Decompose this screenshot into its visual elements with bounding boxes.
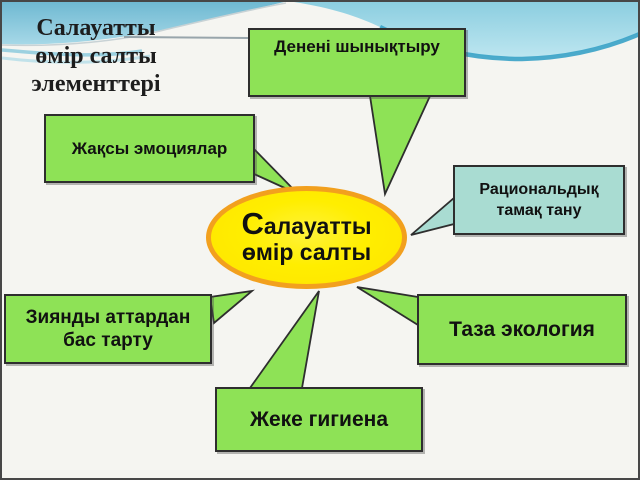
- node-label-line: Зиянды аттардан: [25, 307, 191, 328]
- wave-right-lobe: [294, 2, 638, 58]
- slide-title: Салауатты өмір салты элементтері: [10, 14, 182, 98]
- wave-left-edge-line: [2, 2, 287, 47]
- slide-title-line: Салауатты: [36, 15, 156, 41]
- node-label: Жеке гигиена: [249, 407, 389, 431]
- title-connector-line: [123, 36, 249, 39]
- node-label-line: Рациональдық: [479, 181, 599, 198]
- node-zheke-gigiena: Жеке гигиена: [215, 387, 423, 452]
- wave-left-ripple-1: [2, 48, 143, 57]
- tail-ziyandy: [208, 289, 255, 325]
- wave-left-ripple-2: [2, 54, 151, 64]
- wave-left-lobe: [2, 2, 284, 45]
- center-node-line: Салауатты: [241, 205, 372, 241]
- tail-deneni: [368, 95, 432, 198]
- center-node-salauatty-omir-salty: Салауатты өмір салты: [206, 186, 407, 289]
- tail-taza: [356, 286, 419, 327]
- tail-zheke: [248, 290, 320, 389]
- node-taza-ekologiya: Таза экология: [417, 294, 627, 365]
- node-ziyandy-attardan-bas-tartu: Зиянды аттардан бас тарту: [4, 294, 212, 364]
- slide-title-line: өмір салты: [35, 43, 157, 69]
- header-wave-decoration: [2, 2, 638, 64]
- node-label: Таза экология: [449, 317, 595, 341]
- node-zhaksy-emotsiyalar: Жақсы эмоциялар: [44, 114, 255, 183]
- node-label: Денені шынықтыру: [274, 37, 440, 56]
- node-label: Жақсы эмоциялар: [71, 138, 228, 158]
- slide-title-line: элементтері: [31, 71, 161, 97]
- center-node-line: өмір салты: [241, 238, 372, 265]
- node-ratsionaldyk-tamak-tanu: Рациональдық тамақ тану: [453, 165, 625, 235]
- node-label-line: тамақ тану: [496, 202, 582, 219]
- node-label-line: бас тарту: [63, 330, 153, 351]
- node-deneni-shynyktyru: Денені шынықтыру: [248, 28, 466, 97]
- tail-ratsionaldyk: [410, 196, 455, 236]
